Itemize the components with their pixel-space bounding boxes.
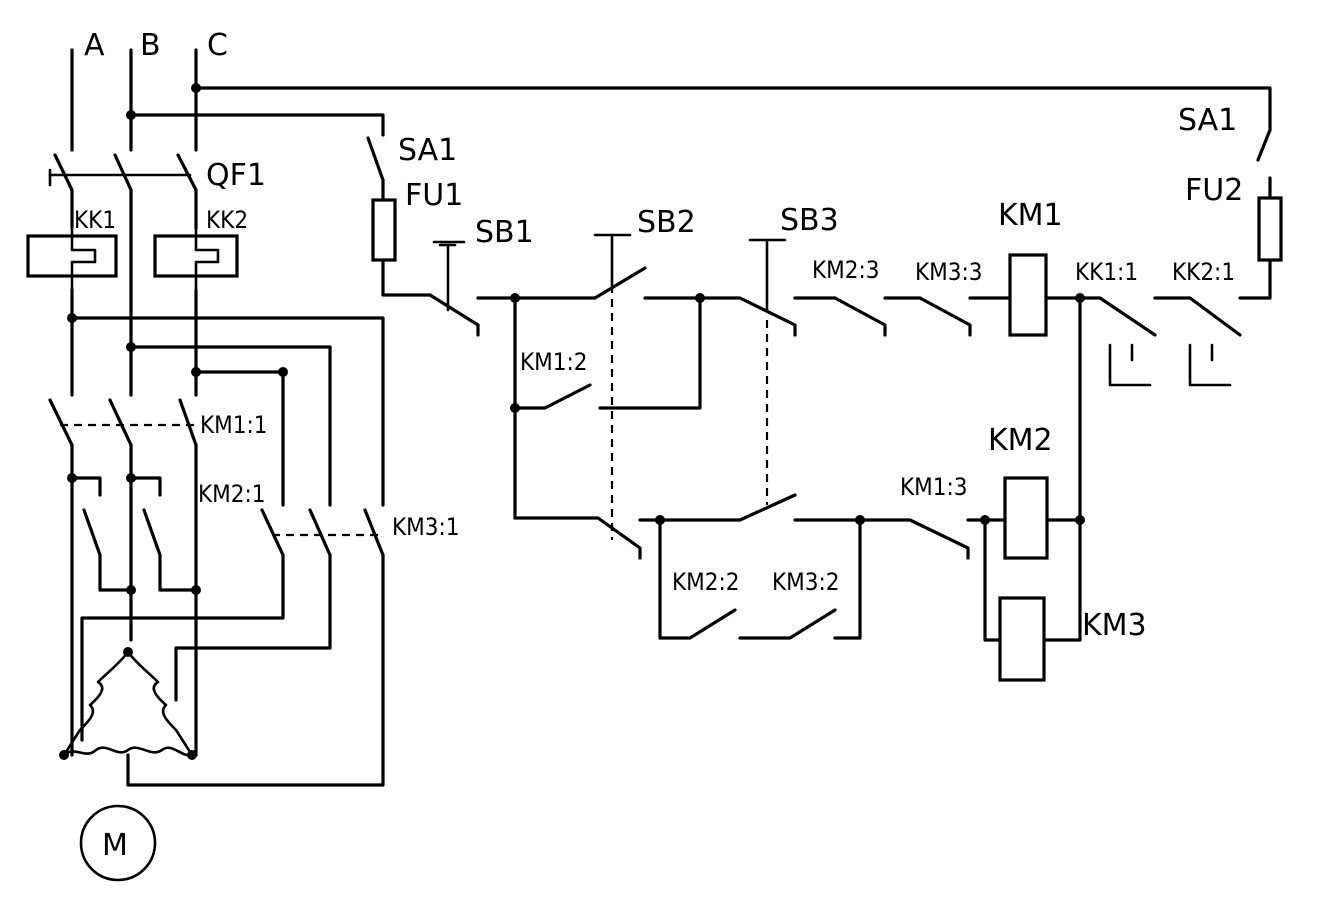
contactor-km1-1 (48, 398, 198, 592)
breaker-qf1 (48, 153, 198, 230)
thermal-contacts (1078, 258, 1272, 387)
qf1-label: QF1 (206, 158, 266, 193)
sb2-label: SB2 (637, 205, 696, 240)
km3-2-label: KM3:2 (772, 568, 840, 596)
km1-label: KM1 (998, 198, 1063, 233)
motor-label: M (102, 828, 128, 863)
sb1-label: SB1 (475, 215, 534, 250)
km3-label: KM3 (1082, 608, 1147, 643)
labels: A B C QF1 KK1 KK2 KM1:1 KM2:1 KM3:1 M SA… (74, 28, 1243, 863)
km3-3-label: KM3:3 (915, 258, 983, 286)
km2-3-label: KM2:3 (812, 256, 880, 284)
motor-windings (62, 508, 198, 757)
fu1-label: FU1 (405, 178, 463, 213)
kk2-label: KK2 (206, 206, 248, 234)
km3-1-label: KM3:1 (392, 513, 460, 541)
kk1-1-label: KK1:1 (1075, 258, 1138, 286)
kk2-1-label: KK2:1 (1172, 258, 1235, 286)
lower-branch (513, 296, 1082, 682)
km2-label: KM2 (988, 423, 1053, 458)
kk1-label: KK1 (74, 206, 116, 234)
switch-sa1-left (366, 136, 432, 297)
motor-symbol (79, 804, 157, 882)
km1-1-label: KM1:1 (200, 411, 268, 439)
switch-sa1-right (1256, 128, 1283, 262)
sa1-left-label: SA1 (398, 133, 457, 168)
thermal-relay-heaters (26, 226, 239, 292)
phase-lines (70, 48, 1272, 152)
control-junctions (510, 293, 1085, 525)
phase-b-label: B (140, 28, 161, 63)
contactor-km2-1 (70, 476, 198, 642)
contactor-km3-1 (80, 508, 385, 787)
km2-2-label: KM2:2 (672, 568, 740, 596)
control-rail (513, 233, 1012, 540)
sa1-right-label: SA1 (1178, 103, 1237, 138)
km1-2-label: KM1:2 (520, 348, 588, 376)
sb3-label: SB3 (780, 203, 839, 238)
button-sb1 (428, 240, 517, 337)
km2-1-label: KM2:1 (198, 480, 266, 508)
coil-km1 (1008, 253, 1082, 337)
phase-c-label: C (207, 28, 228, 63)
distribution-bus (70, 288, 385, 507)
phase-a-label: A (84, 28, 105, 63)
power-junctions (59, 83, 288, 760)
km1-3-label: KM1:3 (900, 473, 968, 501)
fu2-label: FU2 (1185, 173, 1243, 208)
